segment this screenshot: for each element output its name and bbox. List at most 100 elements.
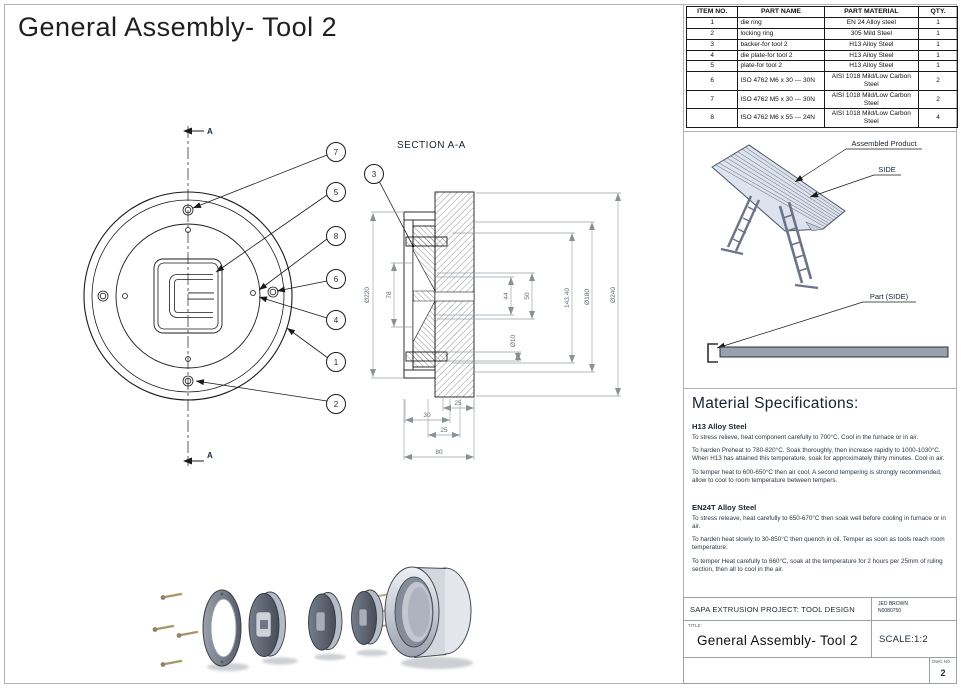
balloon-7: 7 — [326, 142, 346, 162]
locking-ring-lip2 — [403, 369, 436, 379]
cell-item: 3 — [685, 38, 739, 51]
divider-above-specs — [683, 388, 957, 390]
en24t-p2: To harden heat slowly to 30-850°C then q… — [692, 536, 945, 552]
balloon-1: 1 — [326, 352, 346, 372]
part-side-label: Part (SIDE) — [870, 292, 909, 301]
balloon-6: 6 — [326, 269, 346, 289]
section-marker-bottom: A — [183, 451, 213, 465]
section-letter-bottom: A — [207, 451, 213, 460]
die-backer-section — [412, 225, 436, 368]
dim-180: Ø180 — [584, 289, 591, 305]
side-label: SIDE — [878, 165, 896, 174]
exploded-backer — [308, 592, 343, 651]
col-qty: QTY. — [918, 5, 958, 19]
balloon-3: 3 — [364, 164, 415, 248]
material-specifications: Material Specifications: H13 Alloy Steel… — [683, 389, 957, 595]
titleblock-project: SAPA EXTRUSION PROJECT: TOOL DESIGN — [683, 597, 872, 621]
section-letter-top: A — [207, 127, 213, 136]
cell-qty: 4 — [918, 108, 958, 128]
extrusion-profile — [153, 258, 223, 334]
author-name: JED BROWN — [878, 601, 908, 607]
dwg-no: 2 — [940, 668, 946, 678]
profile-groove-inner — [169, 274, 213, 318]
author-id: N0080750 — [878, 607, 902, 614]
en24t-p3: To temper Heat carefully to 660°C, soak … — [692, 557, 943, 573]
exploded-locking-ring — [202, 589, 242, 667]
balloon-2: 2 — [326, 394, 346, 414]
svg-text:4: 4 — [334, 316, 339, 325]
titleblock-title-cell: TITLE: General Assembly- Tool 2 — [683, 620, 872, 658]
dim-220: Ø220 — [364, 287, 371, 303]
cell-qty: 1 — [918, 17, 958, 29]
cell-qty: 1 — [918, 60, 958, 73]
balloon-leaders — [192, 154, 329, 402]
titleblock-empty-cell — [683, 657, 930, 684]
cell-qty: 1 — [918, 49, 958, 62]
dim-14340: 143.40 — [564, 288, 571, 308]
section-view: SECTION A-A 3 — [364, 140, 621, 460]
cell-material: 305 Mild Steel — [823, 27, 920, 40]
cell-name: ISO 4762 M6 x 55 --- 24N — [737, 108, 825, 128]
svg-text:5: 5 — [334, 188, 339, 197]
cell-material: AISI 1018 Mild/Low Carbon Steel — [823, 71, 920, 91]
balloon-5: 5 — [326, 182, 346, 202]
cell-material: AISI 1018 Mild/Low Carbon Steel — [823, 108, 920, 128]
front-view: A A 7 5 8 6 4 — [83, 126, 346, 466]
cell-material: H13 Alloy Steel — [823, 60, 920, 73]
drawing-title: General Assembly- Tool 2 — [697, 633, 858, 648]
exploded-die-ring — [384, 566, 472, 658]
assembled-product-label: Assembled Product — [851, 139, 917, 148]
exploded-die-plate — [248, 591, 286, 657]
cell-material: H13 Alloy Steel — [823, 38, 920, 51]
svg-text:2: 2 — [334, 400, 339, 409]
cell-name: backer-for tool 2 — [737, 38, 825, 51]
cell-name: ISO 4762 M6 x 30 --- 30N — [737, 71, 825, 91]
cell-item: 8 — [685, 108, 739, 128]
col-material: PART MATERIAL — [823, 5, 920, 19]
cell-qty: 2 — [918, 71, 958, 91]
iso-view: Assembled Product SIDE Part (SIDE) — [707, 139, 949, 363]
dim-50: 50 — [524, 292, 531, 300]
svg-text:1: 1 — [334, 358, 339, 367]
cell-item: 4 — [685, 49, 739, 62]
exploded-screws — [152, 592, 199, 667]
h13-p3: To temper heat to 600-650°C then air coo… — [692, 468, 942, 484]
cell-material: EN 24 Alloy steel — [823, 17, 920, 29]
cell-material: H13 Alloy Steel — [823, 49, 920, 62]
cell-item: 7 — [685, 89, 739, 110]
cell-qty: 1 — [918, 38, 958, 51]
col-name: PART NAME — [737, 5, 825, 19]
dim-10: Ø10 — [510, 334, 517, 347]
svg-text:3: 3 — [372, 170, 377, 179]
dim-25b: 25 — [440, 427, 448, 434]
cell-name: ISO 4762 M5 x 30 --- 30N — [737, 89, 825, 110]
section-title: SECTION A-A — [397, 140, 466, 151]
col-item: ITEM NO. — [685, 5, 739, 19]
die-cavity-lower — [412, 300, 436, 343]
specs-heading: Material Specifications: — [692, 395, 859, 412]
exploded-view — [152, 566, 473, 671]
cell-item: 5 — [685, 60, 739, 73]
cell-item: 1 — [685, 17, 739, 29]
balloon-4: 4 — [326, 310, 346, 330]
section-marker-top: A — [183, 127, 213, 136]
die-cavity-upper — [412, 249, 436, 292]
svg-text:6: 6 — [334, 275, 339, 284]
page-title: General Assembly- Tool 2 — [18, 12, 338, 42]
assembled-product-plank — [711, 144, 846, 232]
cell-name: plate-for tool 2 — [737, 60, 825, 73]
parts-table-header: ITEM NO. PART NAME PART MATERIAL QTY. — [685, 5, 958, 19]
balloon-8: 8 — [326, 226, 346, 246]
dim-25a: 25 — [454, 400, 462, 407]
screw-bottom-section — [405, 351, 448, 362]
iso-labels: Assembled Product SIDE Part (SIDE) — [716, 139, 922, 349]
section-dimensions: Ø220 78 44 50 Ø10 143.40 — [364, 192, 621, 460]
dim-44: 44 — [503, 292, 510, 300]
